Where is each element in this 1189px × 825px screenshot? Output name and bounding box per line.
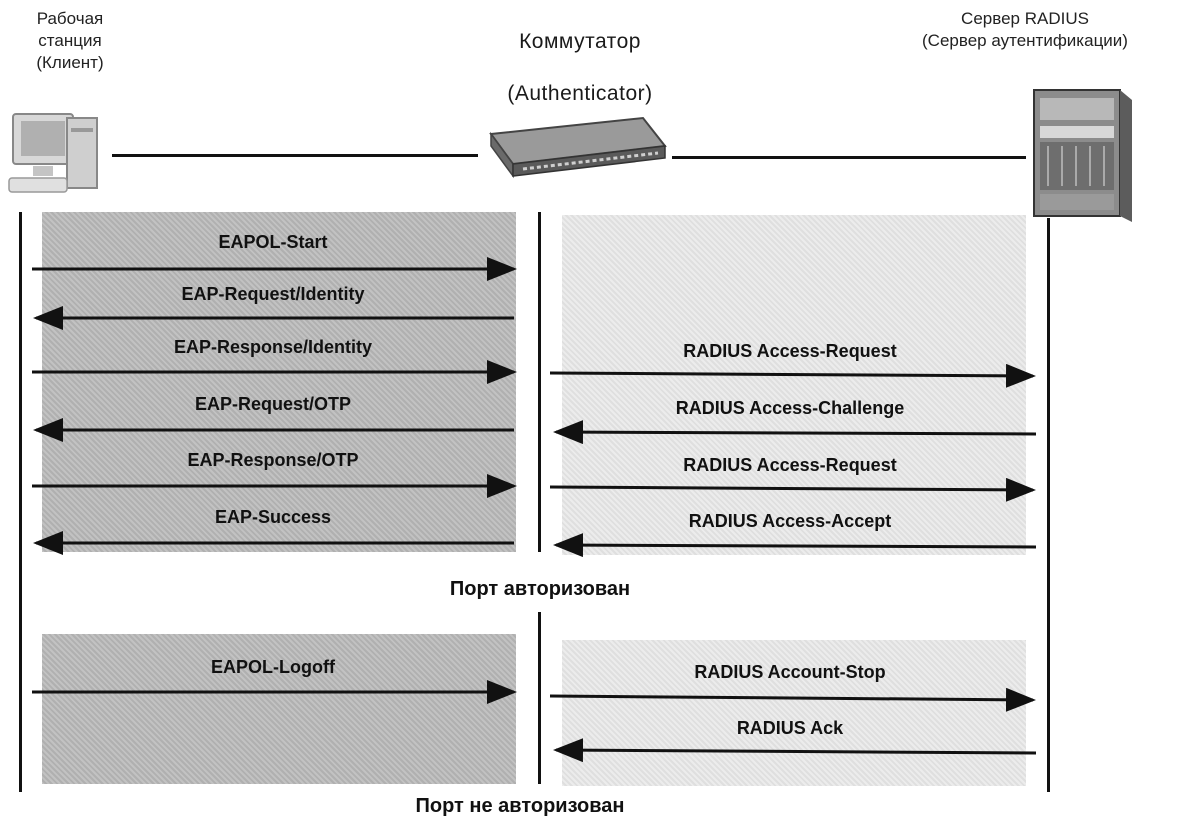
arrow-radius-access-request-1 <box>549 363 1036 388</box>
status-port-unauthorized: Порт не авторизован <box>415 795 625 817</box>
msg-eapol-logoff: EAPOL-Logoff <box>211 657 335 677</box>
link-client-switch <box>112 154 478 157</box>
switch-icon <box>489 116 667 179</box>
msg-eapol-start: EAPOL-Start <box>218 232 328 252</box>
client-header-line3: (Клиент) <box>36 53 104 72</box>
msg-eap-success: EAP-Success <box>214 507 332 527</box>
switch-lifeline-top <box>538 212 541 552</box>
server-header-line2: (Сервер аутентификации) <box>922 31 1128 50</box>
switch-header: Коммутатор (Authenticator) <box>440 16 720 120</box>
msg-radius-access-request-1: RADIUS Access-Request <box>683 341 897 361</box>
client-lifeline <box>19 212 22 792</box>
msg-eap-request-identity: EAP-Request/Identity <box>181 284 365 304</box>
msg-eap-request-otp: EAP-Request/OTP <box>194 394 352 414</box>
switch-lifeline-bottom <box>538 612 541 784</box>
client-header-line1: Рабочая <box>36 9 104 28</box>
workstation-icon <box>8 113 98 193</box>
msg-radius-access-challenge: RADIUS Access-Challenge <box>675 398 905 418</box>
switch-header-line2: (Authenticator) <box>507 82 653 105</box>
msg-eap-response-otp: EAP-Response/OTP <box>187 450 359 470</box>
server-header-line1: Сервер RADIUS <box>961 9 1089 28</box>
switch-header-line1: Коммутатор <box>519 30 641 53</box>
msg-radius-access-accept: RADIUS Access-Accept <box>688 511 892 531</box>
server-lifeline <box>1047 218 1050 792</box>
msg-eap-response-identity: EAP-Response/Identity <box>173 337 373 357</box>
switch-server-panel-top <box>562 215 1026 555</box>
radius-server-icon <box>1033 89 1132 222</box>
client-switch-panel-bottom <box>42 634 516 784</box>
arrow-radius-ack <box>553 738 1037 763</box>
client-header-line2: станция <box>38 31 102 50</box>
switch-server-panel-bottom <box>562 640 1026 786</box>
msg-radius-account-stop: RADIUS Account-Stop <box>694 662 886 682</box>
server-header: Сервер RADIUS (Сервер аутентификации) <box>870 8 1180 52</box>
link-switch-server <box>672 156 1026 159</box>
client-header: Рабочая станция (Клиент) <box>0 8 140 74</box>
arrow-radius-account-stop <box>549 687 1036 712</box>
status-port-authorized: Порт авторизован <box>449 578 631 600</box>
arrow-radius-access-request-2 <box>549 477 1036 502</box>
msg-radius-ack: RADIUS Ack <box>736 718 844 738</box>
arrow-radius-access-accept <box>553 533 1037 558</box>
arrow-radius-access-challenge <box>553 420 1037 445</box>
msg-radius-access-request-2: RADIUS Access-Request <box>683 455 897 475</box>
